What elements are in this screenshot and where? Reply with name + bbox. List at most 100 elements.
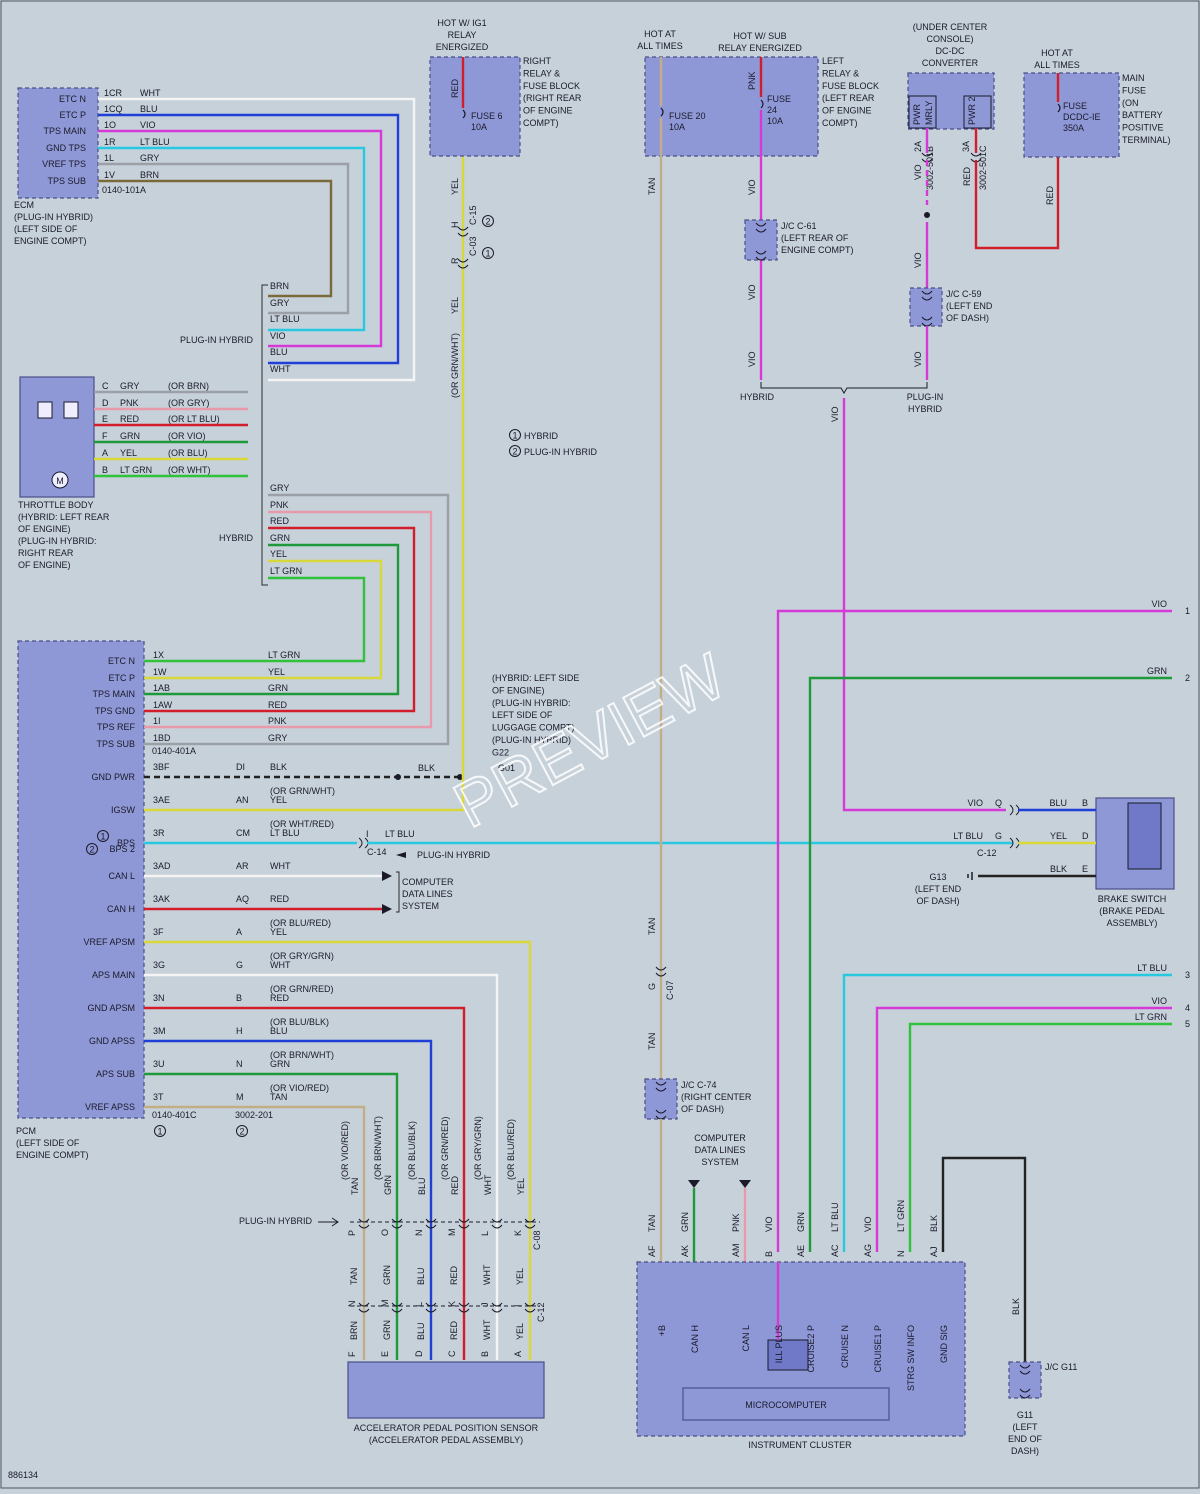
apps-label: ACCELERATOR PEDAL POSITION SENSOR xyxy=(354,1423,539,1433)
cluster-can-label: SYSTEM xyxy=(701,1157,738,1167)
relay6-box-label: RELAY & xyxy=(523,68,560,78)
circled-number: 1 xyxy=(100,832,105,842)
cluster-can-label: DATA LINES xyxy=(695,1145,746,1155)
relay6-title: ENERGIZED xyxy=(436,42,489,52)
pcm-pin-number: 1AW xyxy=(153,700,173,710)
throttle-wire-color: LT GRN xyxy=(120,465,152,475)
right-output-wire-color: VIO xyxy=(1151,996,1167,1006)
cluster-pin: AM xyxy=(731,1244,741,1258)
c14-label: C-14 xyxy=(367,847,387,857)
brake-right-wire: BLU xyxy=(1049,798,1067,808)
apps-wire xyxy=(144,1039,433,1360)
right-output-wire xyxy=(808,676,1172,1252)
splice-dot xyxy=(395,774,401,780)
apps-pin: J xyxy=(480,1303,490,1308)
legend-number xyxy=(509,445,521,457)
pcm-pin-number: 3BF xyxy=(153,762,170,772)
apps-wire-color: WHT xyxy=(482,1319,492,1340)
throttle-motor-icon xyxy=(51,471,69,489)
pcm-wire-color: LT GRN xyxy=(268,650,300,660)
connector-symbol xyxy=(655,1081,667,1092)
ecm-wire-color: VIO xyxy=(140,120,156,130)
brake-switch-label: ASSEMBLY) xyxy=(1107,918,1158,928)
jcg11-wire: BLK xyxy=(1011,1298,1021,1315)
pcm-wire-color: YEL xyxy=(268,667,285,677)
brake-left-wire: VIO xyxy=(967,798,983,808)
dcdc-pin: MRLY xyxy=(924,101,934,125)
throttle-label: (PLUG-IN HYBRID: xyxy=(18,536,97,546)
can-up-arrow-icon xyxy=(688,1180,700,1188)
relay6-box-label: (RIGHT REAR xyxy=(523,93,582,103)
pcm-pin-signal: GND APSS xyxy=(89,1036,135,1046)
main-fuse-box-label: POSITIVE xyxy=(1122,123,1164,133)
g13-label: (LEFT END xyxy=(915,884,962,894)
right-output-wire xyxy=(776,609,1172,1252)
ecm-pin-number: 1CR xyxy=(104,88,123,98)
instrument-cluster-label: INSTRUMENT CLUSTER xyxy=(748,1440,852,1450)
jc59-label: (LEFT END xyxy=(946,301,993,311)
pcm-pin-number-2: M xyxy=(236,1092,244,1102)
brake-right-pin: B xyxy=(1082,798,1088,808)
apps-wire-color: YEL xyxy=(515,1268,525,1285)
ecm-wire-color: BRN xyxy=(140,170,159,180)
pcm-pin-number-2: G xyxy=(236,960,243,970)
hybrid-bundle-wire: YEL xyxy=(270,549,287,559)
apps-wire-color: BLU xyxy=(416,1322,426,1340)
ground-g22-label: LUGGAGE COMPT) xyxy=(492,723,575,733)
microcomputer-label: MICROCOMPUTER xyxy=(745,1400,827,1410)
cluster-wire-color: BLK xyxy=(929,1215,939,1232)
brake-c12: C-12 xyxy=(977,848,997,858)
pcm-pin-number: 3N xyxy=(153,993,165,1003)
plugin-bundle-wire: BLU xyxy=(270,347,288,357)
dcdc-connector: 3002-501C xyxy=(978,145,988,190)
pcm-wire-alt: (OR WHT/RED) xyxy=(270,819,334,829)
connector-symbol xyxy=(524,1218,536,1229)
pcm-connector: 0140-401A xyxy=(152,746,196,756)
pcm-pin-signal: VREF APSM xyxy=(83,937,135,947)
pcm-pin-number: 1AB xyxy=(153,683,170,693)
circled-number xyxy=(154,1125,166,1137)
left-relay-label: COMPT) xyxy=(822,118,858,128)
circled-number: 1 xyxy=(485,249,490,259)
throttle-pin: A xyxy=(102,448,108,458)
c14-pin: I xyxy=(366,829,369,839)
apps-wire-color: YEL xyxy=(516,1178,526,1195)
plugin-bundle-wire: VIO xyxy=(270,331,286,341)
fuse20-title: HOT AT xyxy=(644,29,676,39)
apps-pin: B xyxy=(480,1351,490,1357)
fuse24-title: RELAY ENERGIZED xyxy=(718,43,802,53)
throttle-pin: B xyxy=(102,465,108,475)
pcm-pin-number: 3G xyxy=(153,960,165,970)
apps-wire-color: BRN xyxy=(349,1321,359,1340)
apps-wire-color: RED xyxy=(449,1265,459,1285)
relay6-title: HOT W/ IG1 xyxy=(437,18,486,28)
vio-main-wire xyxy=(842,398,1006,812)
c15-label: C-15 xyxy=(468,205,478,225)
dcdc-title: (UNDER CENTER xyxy=(913,22,988,32)
pcm-pin-number: 3AE xyxy=(153,795,170,805)
jc74-label: (RIGHT CENTER xyxy=(681,1092,752,1102)
c15-pin: H xyxy=(450,222,460,229)
pcm-pin-number: 3AK xyxy=(153,894,170,904)
dcdc-connector: 3002-501B xyxy=(925,146,935,190)
cluster-pin: AF xyxy=(647,1245,657,1257)
brake-right-wire: BLK xyxy=(1050,864,1067,874)
left-relay-label: FUSE BLOCK xyxy=(822,81,879,91)
apps-wire-color: RED xyxy=(450,1175,460,1195)
apps-wire-color: TAN xyxy=(349,1268,359,1285)
c03-wire-alt: (OR GRN/WHT) xyxy=(450,333,460,398)
cluster-wire-color: VIO xyxy=(863,1216,873,1232)
apps-pin: E xyxy=(380,1351,390,1357)
junction-plugin-label: HYBRID xyxy=(908,404,943,414)
fuse24-label: FUSE xyxy=(767,94,791,104)
connector-symbol xyxy=(1019,1388,1031,1399)
jc59-label: J/C C-59 xyxy=(946,289,982,299)
jc61-wire-out: VIO xyxy=(747,284,757,300)
ecm-pin-signal: ETC P xyxy=(59,110,86,120)
apps-wire-color: GRN xyxy=(382,1320,392,1340)
pcm-throttle-wire xyxy=(144,576,366,663)
apps-pin: F xyxy=(347,1351,357,1357)
plugin-bundle-wire: WHT xyxy=(270,364,291,374)
dcdc-pin-number: 3A xyxy=(961,141,971,152)
